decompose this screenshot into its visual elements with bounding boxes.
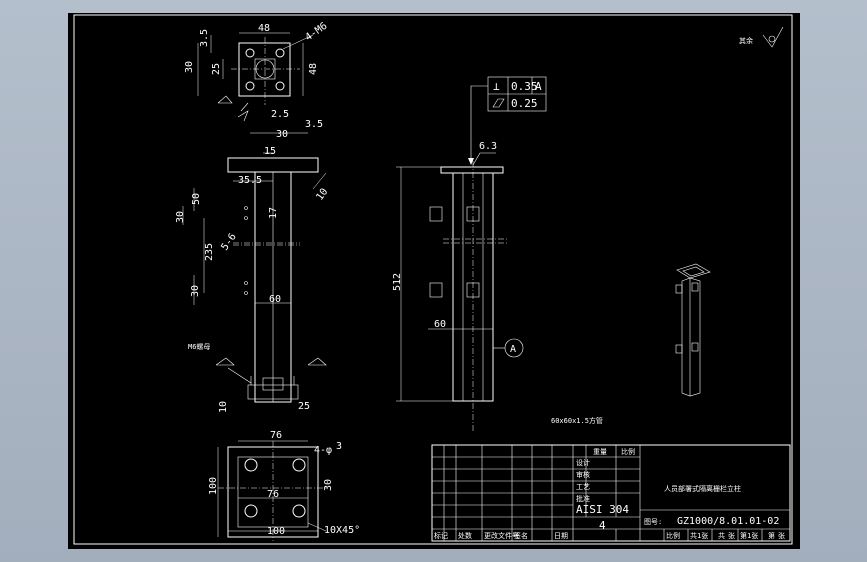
gdt-perpendicularity-symbol: ⊥	[493, 80, 500, 93]
dim-4-phi: 4-φ	[314, 445, 332, 456]
tb-approve: 批准	[576, 494, 590, 503]
dim-48: 48	[258, 23, 270, 34]
dim-3: 3	[336, 441, 342, 452]
tb-b2: 张	[728, 531, 735, 540]
tb-b3: 第	[768, 531, 775, 540]
roughness-symbol	[762, 26, 784, 48]
dim-3-5-top: 3.5	[199, 29, 210, 47]
dim-4-m6: 4-M6	[303, 21, 329, 44]
dim-60-front: 60	[434, 319, 446, 330]
gdt-perpendicularity-value: 0.35	[511, 80, 538, 93]
dim-100-vertical: 100	[208, 477, 219, 495]
datum-a-label: A	[510, 344, 516, 355]
side-view: 15 35.5 50 30 17 5-6 235 30 60 10 25 10 …	[175, 146, 330, 413]
dim-30-side: 30	[175, 211, 186, 223]
dim-100-bottom: 100	[267, 526, 285, 537]
part-name: 人员部署式隔离栅栏立柱	[664, 484, 741, 493]
tb-sign: 签名	[514, 531, 528, 540]
dim-15: 15	[264, 146, 276, 157]
tb-sheet-no: 第1张	[740, 531, 758, 540]
dim-50: 50	[191, 193, 202, 205]
tb-mark: 标记	[434, 531, 448, 540]
corner-note: 其余	[739, 36, 753, 45]
drawing-no: GZ1000/8.01.01-02	[677, 516, 779, 527]
title-block: 设计 审核 工艺 批准 重量 比例 人员部署式隔离栅栏立柱 AISI 304 4…	[431, 444, 791, 542]
dim-2-5: 2.5	[271, 109, 289, 120]
dim-10-side: 10	[218, 401, 229, 413]
tb-process: 工艺	[576, 483, 590, 491]
dim-76-inner: 76	[267, 489, 279, 500]
gdt-flatness-value: 0.25	[511, 97, 538, 110]
isometric-view	[675, 263, 711, 397]
dim-17: 17	[268, 207, 279, 219]
nut-note: M6螺母	[188, 342, 210, 351]
tb-count: 处数	[458, 531, 472, 540]
dim-3-5-bottom: 3.5	[305, 119, 323, 130]
dim-30-lower: 30	[190, 285, 201, 297]
dim-235: 235	[204, 243, 215, 261]
tb-date: 日期	[554, 532, 568, 540]
dim-5-6: 5-6	[219, 232, 238, 253]
dim-60-side: 60	[269, 294, 281, 305]
tb-scale: 比例	[666, 531, 680, 540]
roughness-value: 6.3	[479, 141, 497, 152]
tube-note: 60x60x1.5方管	[551, 416, 603, 425]
drawing-no-label: 图号:	[644, 518, 662, 526]
quantity: 4	[599, 519, 606, 532]
drawing-canvas: 48 4-M6 30 3.5 25 48 2.5 3.5 30 15	[73, 14, 793, 545]
dim-76-top: 76	[270, 430, 282, 441]
front-view: ⊥ 0.35 A 0.25 6.3 512 60 A 60x60x1.5方管	[392, 76, 603, 433]
dim-30-bottom: 30	[276, 129, 288, 140]
dim-35-5: 35.5	[238, 175, 262, 186]
dim-30-base: 30	[323, 479, 334, 491]
dim-25-left: 25	[211, 63, 222, 75]
dim-r10: 10	[314, 187, 330, 203]
dim-25-side: 25	[298, 401, 310, 412]
tb-b1: 共	[718, 531, 725, 540]
material: AISI 304	[576, 503, 629, 516]
dim-48-right: 48	[308, 63, 319, 75]
tb-weight: 重量	[593, 448, 607, 456]
top-view: 48 4-M6 30 3.5 25 48 2.5 3.5 30	[184, 21, 329, 140]
dim-512: 512	[392, 273, 403, 291]
tb-b4: 张	[778, 531, 785, 540]
bottom-view: 76 3 4-φ 100 76 100 30 10X45°	[208, 430, 360, 541]
gdt-datum-ref: A	[535, 80, 542, 93]
tb-review: 审核	[576, 470, 590, 479]
tb-ratio: 比例	[621, 447, 635, 456]
drawing-border	[73, 14, 793, 545]
tb-sheet-count: 共1张	[690, 531, 708, 540]
dim-30-left: 30	[184, 61, 195, 73]
dim-10x45: 10X45°	[324, 525, 360, 536]
tb-change: 更改文件号	[484, 531, 519, 540]
drawing-sheet: 48 4-M6 30 3.5 25 48 2.5 3.5 30 15	[68, 13, 800, 549]
tb-design: 设计	[576, 458, 590, 467]
